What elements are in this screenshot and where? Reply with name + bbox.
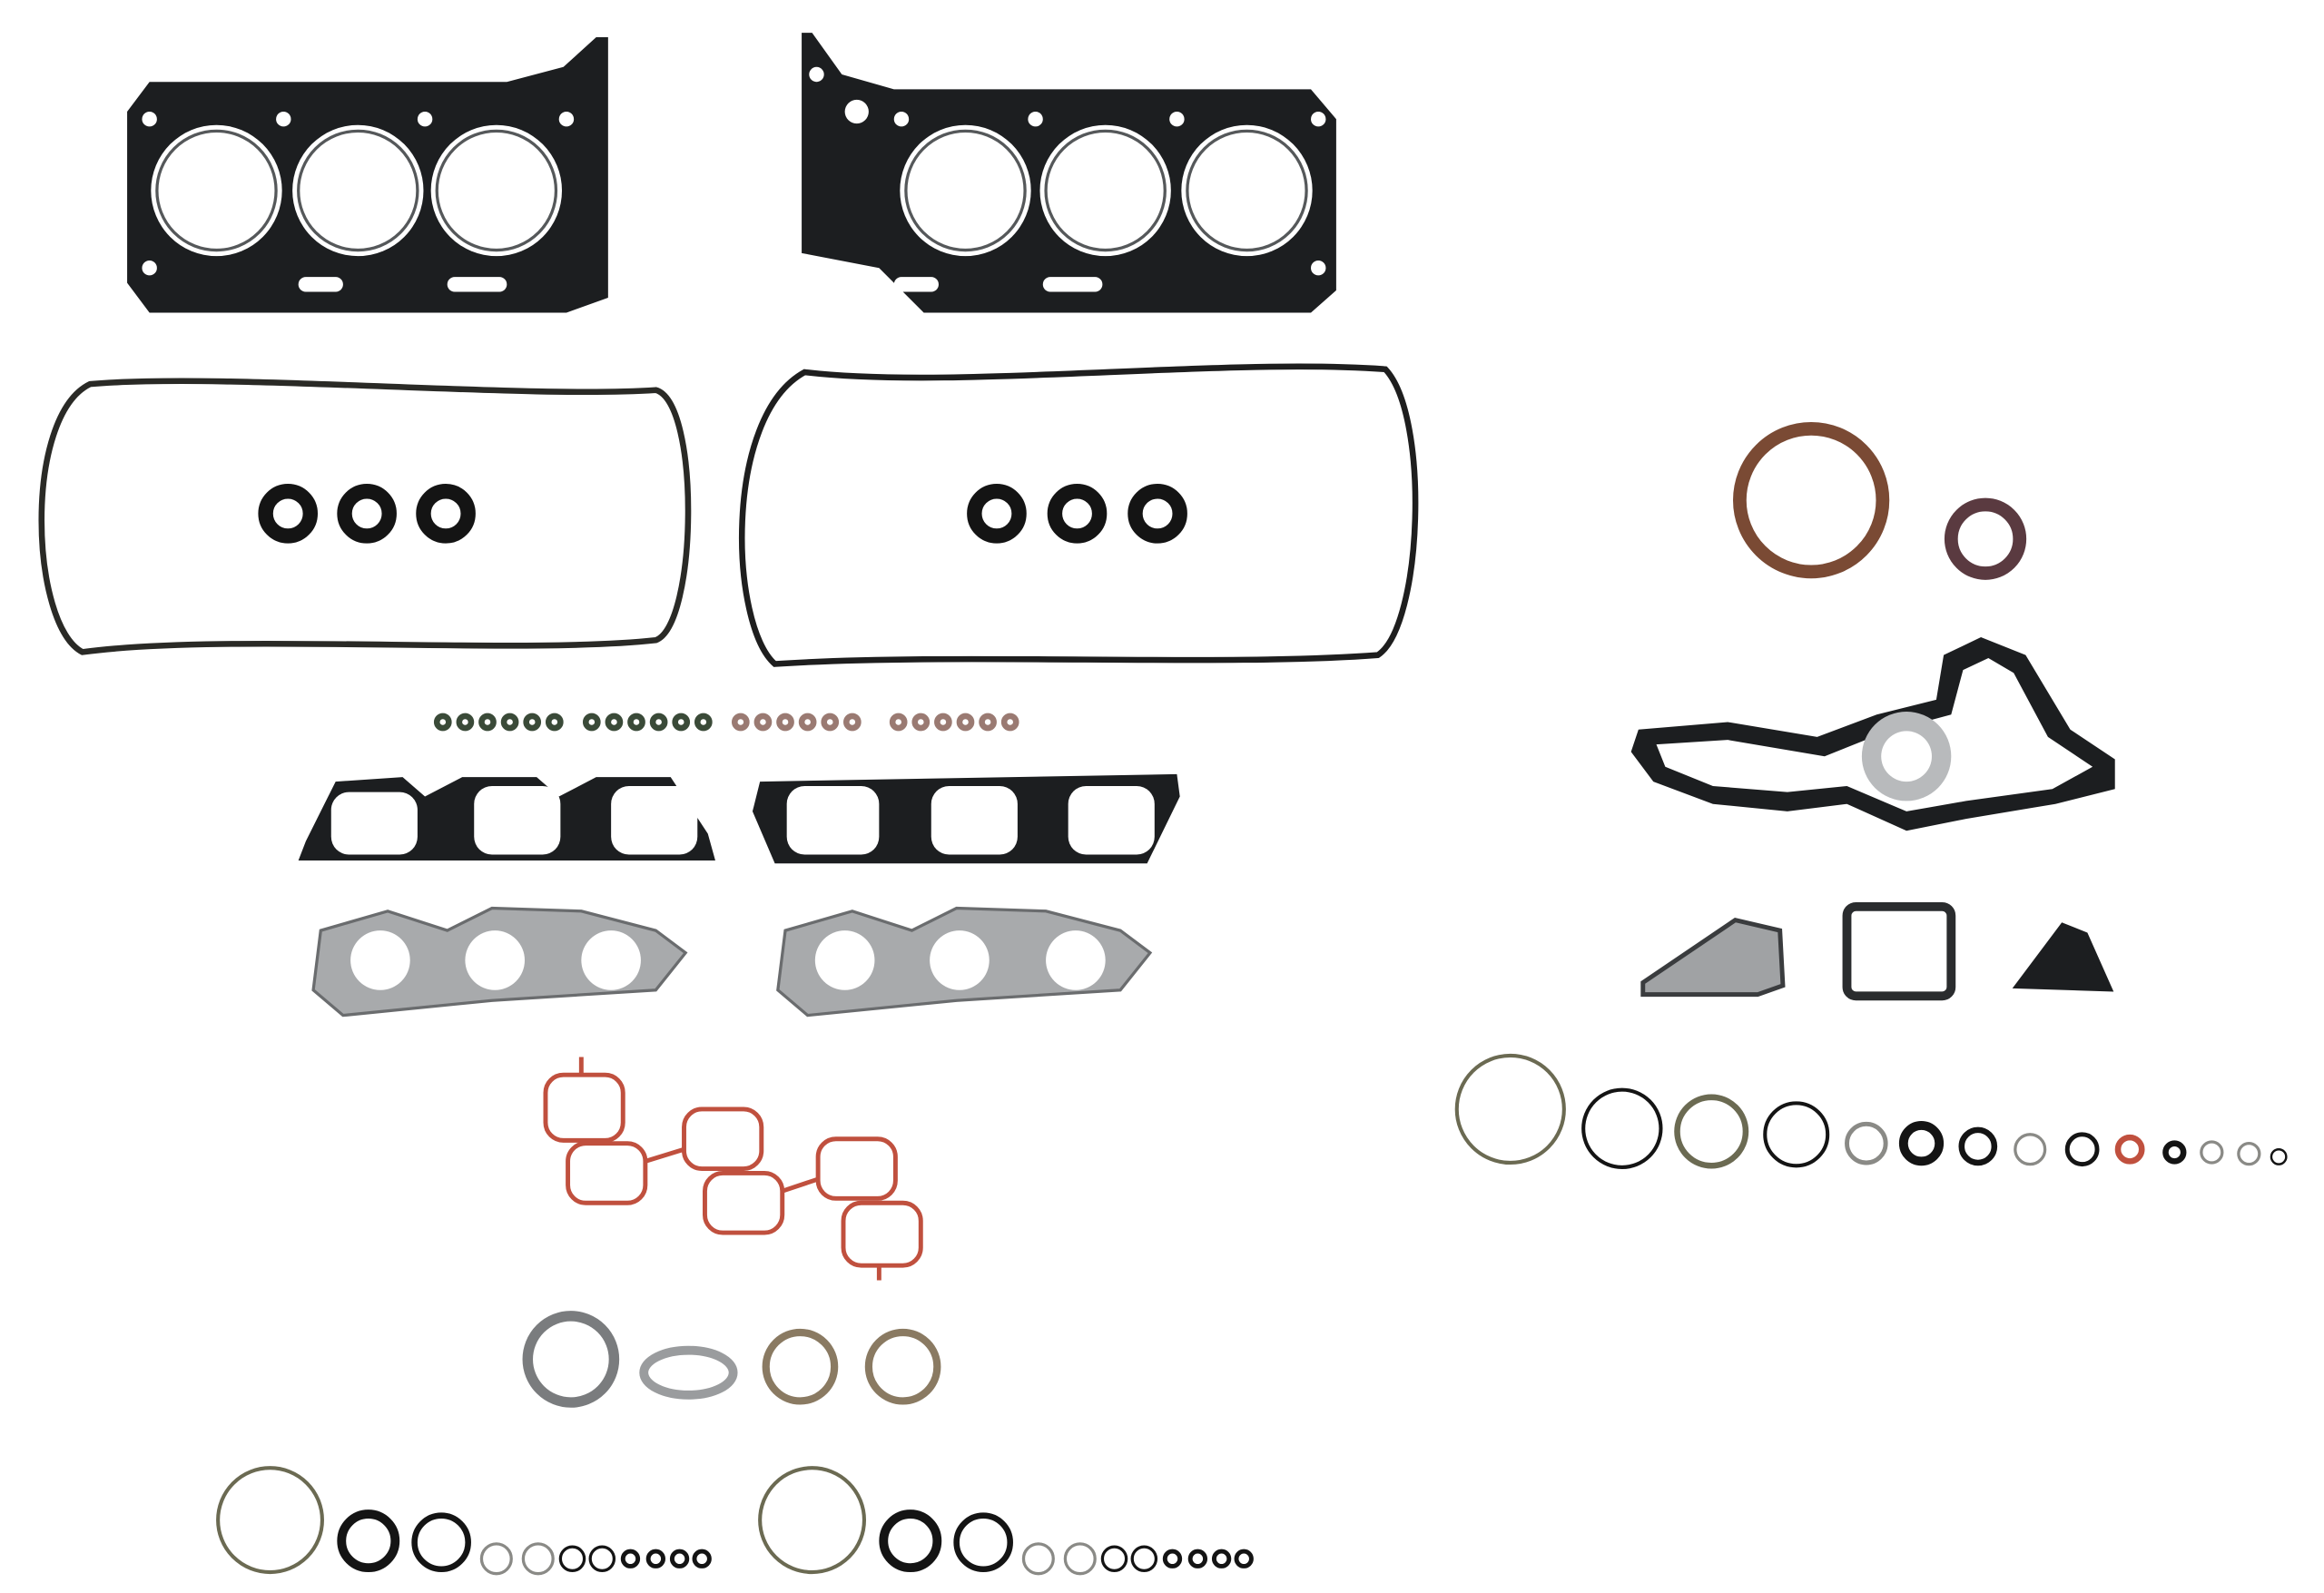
o-ring — [2200, 1140, 2224, 1165]
o-ring — [2270, 1147, 2288, 1165]
valve-stem-seal — [911, 713, 931, 732]
valve-stem-seal — [500, 713, 519, 732]
o-ring — [879, 1509, 942, 1573]
water-pump-gasket — [1630, 637, 2115, 831]
o-ring — [2237, 1142, 2261, 1166]
o-ring — [645, 1549, 665, 1568]
valve-stem-seal — [753, 713, 773, 732]
o-ring — [479, 1542, 513, 1576]
o-ring — [620, 1549, 641, 1568]
valve-stem-seal — [956, 713, 975, 732]
o-ring — [1130, 1545, 1158, 1573]
exhaust-manifold-gasket-left — [311, 906, 688, 1018]
valve-stem-seal — [889, 713, 908, 732]
valve-stem-seal — [478, 713, 497, 732]
intake-manifold-gasket-right — [752, 773, 1180, 864]
o-ring-set-right — [758, 1466, 1254, 1576]
o-ring — [1958, 1126, 1998, 1166]
o-ring — [758, 1466, 867, 1575]
o-ring — [1187, 1549, 1208, 1568]
valve-stem-seal — [672, 713, 691, 732]
o-ring — [1898, 1121, 1945, 1166]
o-ring — [1845, 1121, 1888, 1165]
valve-stem-seal — [523, 713, 542, 732]
spark-plug-tube-seals-right — [967, 484, 1187, 544]
valve-stem-seal — [433, 713, 452, 732]
front-crank-seal — [1944, 497, 2027, 580]
thermostat-housing-gasket — [1640, 917, 1786, 998]
valve-stem-seal — [798, 713, 817, 732]
intake-plenum-gasket — [543, 1057, 923, 1281]
o-ring — [953, 1512, 1013, 1573]
valve-stem-seal — [1000, 713, 1019, 732]
o-ring — [337, 1509, 400, 1573]
o-ring — [1454, 1053, 1566, 1165]
o-ring — [1100, 1545, 1128, 1573]
o-ring — [2064, 1132, 2100, 1167]
triangle-gasket — [2012, 922, 2114, 992]
cylinder-head-gasket-right — [802, 33, 1336, 313]
o-ring — [1674, 1094, 1749, 1169]
spark-plug-tube-seals-left — [258, 484, 476, 544]
o-ring — [1234, 1549, 1254, 1568]
o-ring-set-left — [216, 1466, 712, 1576]
exhaust-manifold-gasket-right — [776, 906, 1153, 1018]
o-ring — [2162, 1140, 2187, 1165]
valve-cover-gasket-left — [38, 378, 692, 655]
o-ring — [588, 1545, 616, 1573]
valve-stem-seal — [694, 713, 713, 732]
o-ring-set-right-side — [1454, 1053, 2288, 1169]
valve-stem-seal — [582, 713, 601, 732]
valve-stem-seal — [545, 713, 564, 732]
o-ring — [2014, 1133, 2047, 1166]
intake-manifold-gasket-left — [298, 777, 715, 861]
o-ring — [558, 1545, 586, 1573]
valve-stem-seal — [456, 713, 475, 732]
rear-main-seal — [1733, 421, 1890, 579]
o-ring — [1162, 1549, 1183, 1568]
o-ring — [692, 1549, 712, 1568]
valve-stem-seal — [776, 713, 794, 732]
o-ring — [1021, 1542, 1055, 1576]
o-ring — [1581, 1087, 1663, 1169]
o-ring — [1211, 1549, 1232, 1568]
valve-stem-seal — [821, 713, 840, 732]
o-ring — [216, 1466, 324, 1575]
o-ring — [411, 1512, 471, 1573]
valve-stem-seal — [934, 713, 952, 732]
o-ring — [1763, 1101, 1830, 1168]
o-ring — [669, 1549, 690, 1568]
valve-stem-seal — [731, 713, 750, 732]
valve-stem-seals — [433, 713, 1019, 732]
o-ring — [2114, 1134, 2145, 1165]
valve-stem-seal — [649, 713, 668, 732]
valve-stem-seal — [842, 713, 862, 732]
valve-cover-gasket-right — [738, 363, 1419, 667]
o-ring — [521, 1542, 555, 1576]
cylinder-head-gasket-left — [127, 37, 608, 313]
exhaust-pipe-rings — [522, 1311, 941, 1408]
valve-stem-seal — [627, 713, 645, 732]
o-ring — [1063, 1542, 1097, 1576]
valve-stem-seal — [605, 713, 624, 732]
square-gasket — [1842, 901, 1956, 1001]
valve-stem-seal — [979, 713, 997, 732]
